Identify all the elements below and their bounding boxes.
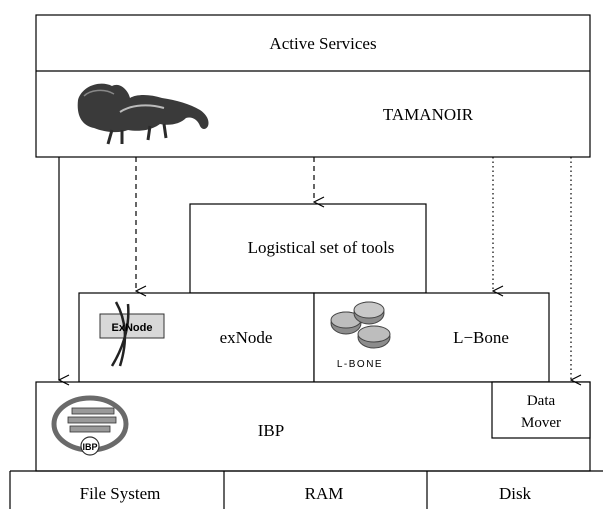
- exnode-label: exNode: [220, 328, 273, 347]
- disk-label: Disk: [499, 484, 532, 503]
- tamanoir-label: TAMANOIR: [383, 105, 474, 124]
- file-system-label: File System: [80, 484, 161, 503]
- ram-label: RAM: [305, 484, 344, 503]
- exnode-logo-icon: ExNode: [99, 301, 165, 367]
- exnode-logo-text: ExNode: [112, 322, 153, 334]
- data-mover-label-line2: Mover: [521, 415, 561, 431]
- lbone-label: L−Bone: [453, 328, 509, 347]
- logistical-tools-label: Logistical set of tools: [248, 238, 395, 257]
- lbone-logo-text: L-BONE: [337, 359, 383, 370]
- logistical-tools-box: [189, 203, 427, 294]
- ibp-logo-icon: IBP: [51, 395, 129, 456]
- lbone-logo-icon: L-BONE: [330, 301, 391, 370]
- anteater-icon: [77, 83, 209, 145]
- data-mover-label-line1: Data: [527, 393, 556, 409]
- active-services-label: Active Services: [269, 34, 376, 53]
- ibp-logo-text: IBP: [82, 442, 97, 452]
- ibp-label: IBP: [258, 421, 284, 440]
- active-services-box: [35, 14, 591, 158]
- data-mover-box: [491, 381, 591, 439]
